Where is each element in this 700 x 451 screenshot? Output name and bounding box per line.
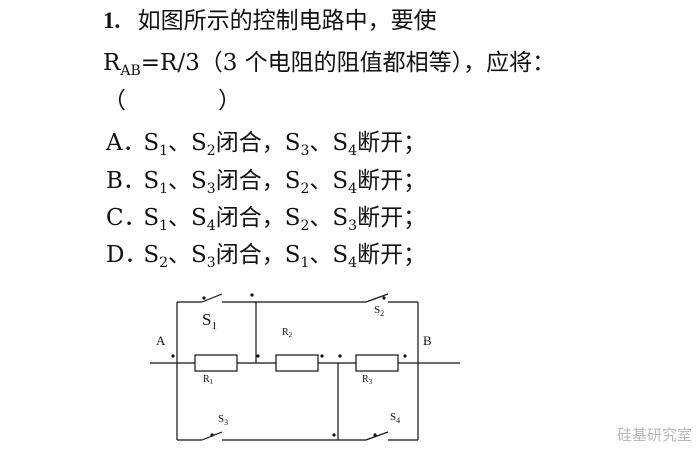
option-letter: A． xyxy=(106,130,146,156)
option-letter: C． xyxy=(106,205,147,231)
switch-s4 xyxy=(365,431,389,441)
switch-s1 xyxy=(201,293,223,303)
option-text: S1、S2闭合，S3、S4断开； xyxy=(143,130,427,159)
option-text: S1、S3闭合，S2、S4断开； xyxy=(143,168,427,197)
question-number: 1. xyxy=(103,8,121,33)
question-stem: 如图所示的控制电路中，要使 xyxy=(137,8,437,34)
junction-dot xyxy=(403,354,407,358)
node-a-label: A xyxy=(156,333,166,348)
junction-dot xyxy=(373,433,377,437)
junction-dot xyxy=(256,354,260,358)
junction-dot xyxy=(320,354,324,358)
node-b-label: B xyxy=(423,333,432,348)
watermark: 硅基研究室 xyxy=(616,426,692,444)
resistor-r3-label: R3 xyxy=(362,374,373,386)
junction-dot xyxy=(332,433,336,437)
option-letter: D． xyxy=(106,242,148,268)
switch-s2-label: S2 xyxy=(374,304,384,318)
resistor-r3 xyxy=(355,354,399,372)
question-line-1: 1. 如图所示的控制电路中，要使 xyxy=(103,6,437,36)
option-text: S1、S4闭合，S2、S3断开； xyxy=(143,205,427,234)
switch-s4-label: S4 xyxy=(390,411,400,425)
resistor-r2-label: R2 xyxy=(282,327,293,339)
resistor-r1-label: R1 xyxy=(203,374,214,386)
resistor-r1 xyxy=(194,354,238,372)
switch-s1-label: S1 xyxy=(202,310,217,332)
switch-s3-label: S3 xyxy=(218,413,228,427)
resistance-symbol: R xyxy=(103,50,121,76)
junction-dot xyxy=(202,296,206,300)
junction-dot xyxy=(210,433,214,437)
option-a: A． S1、S2闭合，S3、S4断开； xyxy=(106,128,426,158)
resistor-r2 xyxy=(275,354,319,372)
option-b: B． S1、S3闭合，S2、S4断开； xyxy=(106,166,426,196)
option-d: D． S2、S3闭合，S1、S4断开； xyxy=(106,240,426,270)
question-condition: =R/3（3 个电阻的阻值都相等），应将： xyxy=(140,50,556,76)
junction-dot xyxy=(250,293,254,297)
option-c: C． S1、S4闭合，S2、S3断开； xyxy=(106,203,426,233)
option-letter: B． xyxy=(106,168,146,194)
option-text: S2、S3闭合，S1、S4断开； xyxy=(143,242,427,271)
answer-blank: （ ） xyxy=(103,88,241,114)
switch-s2 xyxy=(365,293,389,303)
circuit-diagram: A B S1 S2 S3 S4 R1 R2 R3 xyxy=(150,293,460,441)
junction-dot xyxy=(171,354,175,358)
junction-dot xyxy=(382,296,386,300)
resistance-subscript: AB xyxy=(120,63,141,79)
question-line-2: RAB=R/3（3 个电阻的阻值都相等），应将： xyxy=(103,48,555,78)
junction-dot xyxy=(338,354,342,358)
